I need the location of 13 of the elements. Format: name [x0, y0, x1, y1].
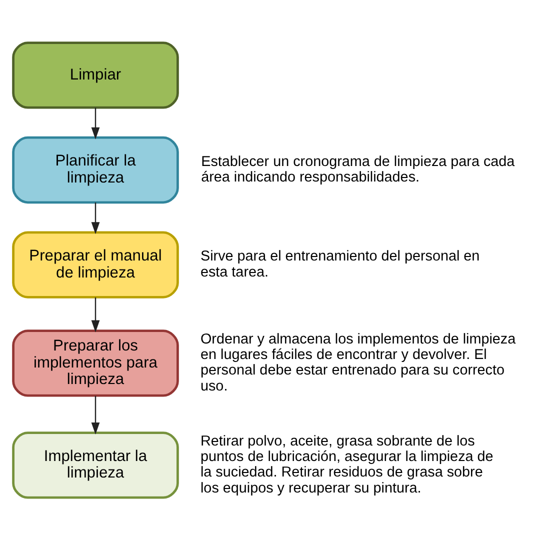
node-box: Limpiar [12, 42, 179, 109]
node-box: Preparar los implementos para limpieza [12, 330, 179, 397]
node-label: Sirve para el entrenamiento del personal en esta tarea. [200, 248, 480, 280]
node-label: Ordenar y almacena los implementos de limpieza en lugares fáciles de encontrar y devolver. El personal debe estar entrenado para su correcto uso. [200, 332, 516, 394]
arrow [91, 297, 100, 332]
node-box: Planificar la limpieza [12, 136, 179, 204]
arrow [91, 108, 100, 140]
arrow [91, 396, 100, 434]
node-label: Retirar polvo, aceite, grasa sobrante de los puntos de lubricación, asegurar la limpieza de la suciedad. Retirar residuos de grasa sobre los equipos y recuperar su pintura. [200, 434, 494, 496]
node-box: Preparar el manual de limpieza [12, 231, 179, 298]
node-label: Establecer un cronograma de limpieza para cada área indicando responsabilidades. [201, 154, 515, 186]
arrow [91, 202, 100, 234]
node-box: Implementar la limpieza [12, 432, 179, 499]
